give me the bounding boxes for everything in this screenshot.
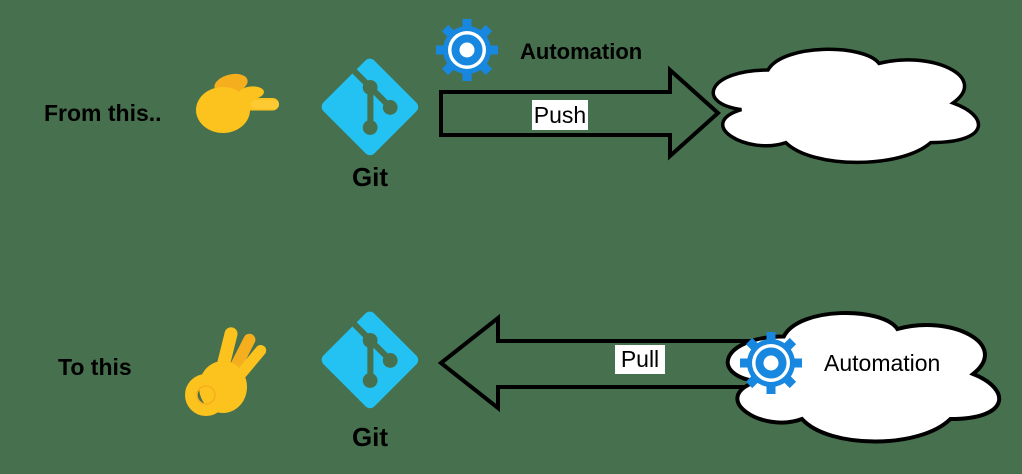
cloud-shape-top [711,47,981,165]
git-label-top: Git [351,162,389,192]
automation-label-top: Automation [520,39,643,64]
caption-from-this: From this.. [44,100,162,126]
git-logo-icon-top [321,58,419,156]
ok-hand-icon [185,327,267,416]
pull-arrow [437,313,772,413]
pull-arrow-label: Pull [615,345,665,374]
caption-to-this: To this [58,354,132,380]
automation-label-bottom: Automation [824,350,941,376]
gear-icon-top [436,19,498,81]
push-arrow [439,65,721,161]
pointing-right-hand-icon [196,73,279,133]
git-label-bottom: Git [351,422,389,452]
git-logo-icon-bottom [321,311,419,409]
push-arrow-label: Push [532,100,588,130]
gear-icon-bottom [740,332,802,394]
